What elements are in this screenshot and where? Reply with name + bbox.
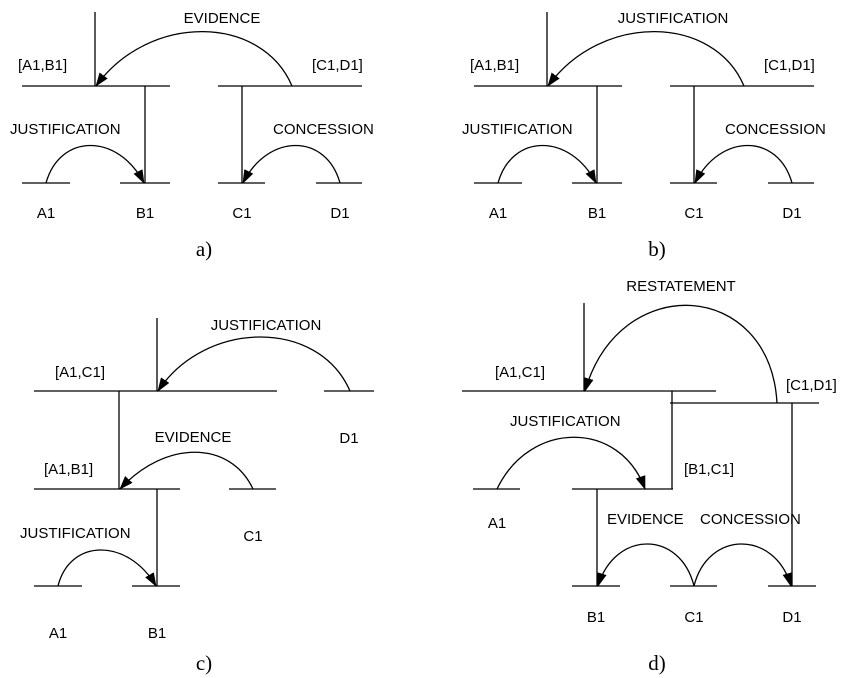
evidence-arc xyxy=(95,31,293,87)
relation-label-top: JUSTIFICATION xyxy=(618,10,729,27)
leaf-label-d1: D1 xyxy=(782,609,801,626)
leaf-label-a1: A1 xyxy=(488,515,506,532)
relation-label-top: JUSTIFICATION xyxy=(211,317,322,334)
panel-b: JUSTIFICATION [A1,B1] [C1,D1] JUSTIFICAT… xyxy=(462,10,826,261)
leaf-label-d1: D1 xyxy=(782,205,801,222)
panel-c: JUSTIFICATION [A1,C1] D1 EVIDENCE [A1,B1… xyxy=(20,317,374,675)
leaf-label-d1: D1 xyxy=(339,430,358,447)
relation-label-right: CONCESSION xyxy=(273,121,374,138)
restatement-arc xyxy=(583,304,778,404)
leaf-label-b1: B1 xyxy=(136,205,154,222)
span-label-left: [A1,B1] xyxy=(18,57,67,74)
caption-c: c) xyxy=(196,651,212,675)
span-label-right: [C1,D1] xyxy=(764,57,815,74)
leaf-label-b1: B1 xyxy=(148,625,166,642)
justification-arc xyxy=(497,145,597,184)
relation-label-bottom: JUSTIFICATION xyxy=(20,525,131,542)
relation-label-top: RESTATEMENT xyxy=(626,278,735,295)
caption-b: b) xyxy=(648,237,666,261)
span-label-top: [A1,C1] xyxy=(55,364,105,381)
leaf-label-c1: C1 xyxy=(684,609,703,626)
leaf-label-b1: B1 xyxy=(588,205,606,222)
span-label-left: [A1,B1] xyxy=(470,57,519,74)
relation-label-middle: EVIDENCE xyxy=(155,429,232,446)
evidence-arc xyxy=(119,451,254,490)
span-label-top: [A1,C1] xyxy=(495,364,545,381)
evidence-arc xyxy=(597,543,695,587)
span-label-middle: [A1,B1] xyxy=(44,461,93,478)
concession-arc xyxy=(694,145,793,184)
justification-arc-bottom xyxy=(57,549,157,587)
leaf-label-c1: C1 xyxy=(243,528,262,545)
relation-label-left: JUSTIFICATION xyxy=(510,413,621,430)
justification-arc-top xyxy=(547,31,745,87)
leaf-label-d1: D1 xyxy=(330,205,349,222)
leaf-label-c1: C1 xyxy=(684,205,703,222)
leaf-label-a1: A1 xyxy=(489,205,507,222)
relation-label-bottom-right: CONCESSION xyxy=(700,511,801,528)
leaf-label-a1: A1 xyxy=(37,205,55,222)
concession-arc xyxy=(693,543,793,587)
relation-label-left: JUSTIFICATION xyxy=(462,121,573,138)
span-label-right: [C1,D1] xyxy=(312,57,363,74)
relation-label-top: EVIDENCE xyxy=(184,10,261,27)
relation-label-right: CONCESSION xyxy=(725,121,826,138)
span-label-middle: [B1,C1] xyxy=(684,461,734,478)
concession-arc xyxy=(242,145,341,184)
leaf-label-a1: A1 xyxy=(49,625,67,642)
span-label-right: [C1,D1] xyxy=(786,377,837,394)
caption-a: a) xyxy=(196,237,212,261)
relation-label-left: JUSTIFICATION xyxy=(10,121,121,138)
justification-arc-top xyxy=(157,336,351,392)
panel-d: RESTATEMENT [A1,C1] [C1,D1] JUSTIFICATIO… xyxy=(462,278,837,675)
caption-d: d) xyxy=(648,651,666,675)
justification-arc xyxy=(496,436,646,490)
leaf-label-b1: B1 xyxy=(587,609,605,626)
leaf-label-c1: C1 xyxy=(232,205,251,222)
justification-arc xyxy=(45,145,145,184)
relation-label-bottom-left: EVIDENCE xyxy=(607,511,684,528)
panel-a: EVIDENCE [A1,B1] [C1,D1] JUSTIFICATION C… xyxy=(10,10,374,261)
